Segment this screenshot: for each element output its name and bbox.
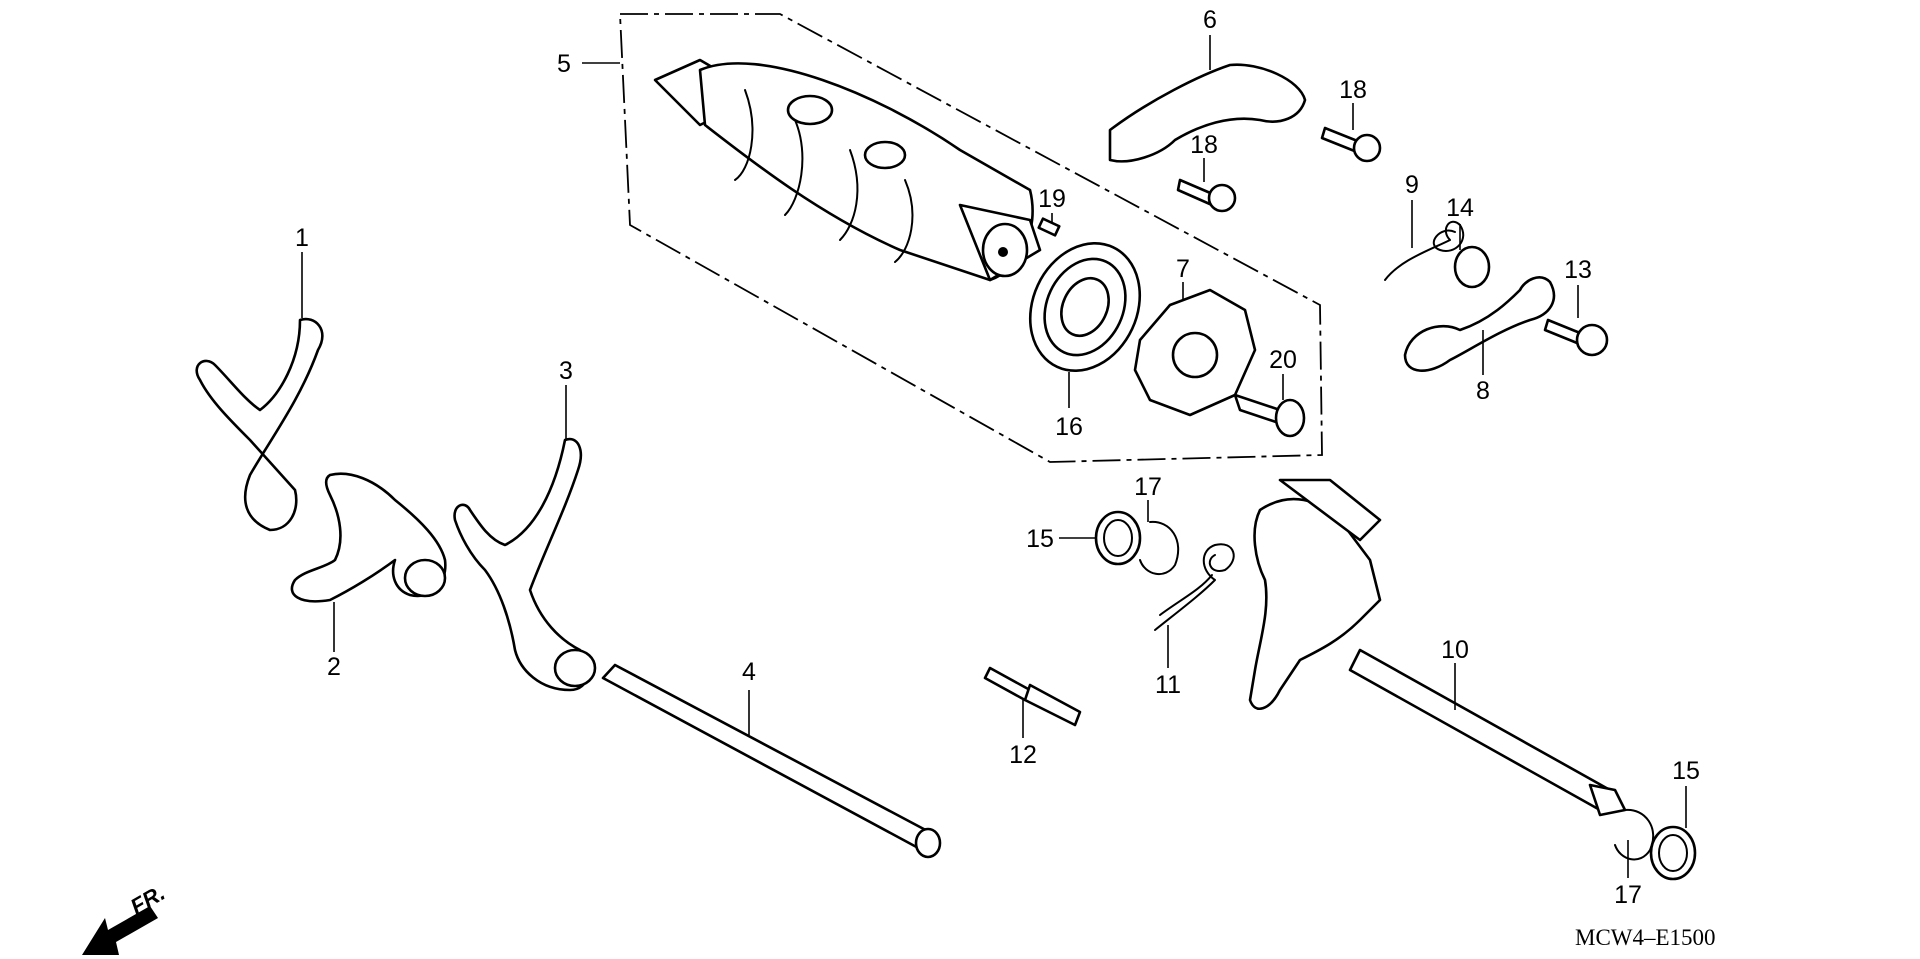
- callout-12: 12: [1009, 741, 1037, 769]
- callout-17b: 17: [1614, 881, 1642, 909]
- part-washer-15a[interactable]: [1094, 510, 1142, 566]
- diagram-code: MCW4–E1500: [1575, 925, 1716, 950]
- callout-14: 14: [1446, 194, 1474, 222]
- callout-3: 3: [559, 357, 573, 385]
- callout-8: 8: [1476, 377, 1490, 405]
- part-stopper-arm[interactable]: [1403, 276, 1556, 372]
- part-bolt-20[interactable]: [1233, 393, 1306, 438]
- part-circlip-17b[interactable]: [1614, 808, 1655, 861]
- callout-10: 10: [1441, 636, 1469, 664]
- part-drum-center[interactable]: [1133, 288, 1257, 417]
- callout-7: 7: [1176, 255, 1190, 283]
- leader-lines: [301, 35, 1687, 878]
- part-bracket-plate[interactable]: [1108, 63, 1307, 163]
- part-pin[interactable]: [1037, 217, 1061, 237]
- part-shift-drum[interactable]: [653, 58, 1042, 282]
- callout-1: 1: [295, 224, 309, 252]
- part-shift-spring[interactable]: [1154, 543, 1235, 631]
- callout-2: 2: [327, 653, 341, 681]
- callout-17a: 17: [1134, 473, 1162, 501]
- callout-13: 13: [1564, 256, 1592, 284]
- part-bearing[interactable]: [1010, 225, 1160, 389]
- part-stud[interactable]: [983, 666, 1082, 727]
- callout-15a: 15: [1026, 525, 1054, 553]
- callout-18a: 18: [1190, 131, 1218, 159]
- callout-15b: 15: [1672, 757, 1700, 785]
- callout-20: 20: [1269, 346, 1297, 374]
- callout-16: 16: [1055, 413, 1083, 441]
- callout-4: 4: [742, 658, 756, 686]
- front-arrow-icon: [82, 906, 158, 955]
- callout-19: 19: [1038, 185, 1066, 213]
- part-return-spring[interactable]: [1384, 220, 1465, 281]
- part-fork-shaft[interactable]: [601, 663, 942, 859]
- callout-18b: 18: [1339, 76, 1367, 104]
- callout-11: 11: [1155, 671, 1181, 699]
- part-gearshift-spindle[interactable]: [1248, 478, 1627, 817]
- part-bolt-18b[interactable]: [1320, 126, 1382, 163]
- callout-6: 6: [1203, 6, 1217, 34]
- part-shift-fork-3[interactable]: [453, 437, 590, 692]
- part-circlip-17a[interactable]: [1139, 520, 1180, 575]
- callout-5: 5: [557, 50, 571, 78]
- part-washer[interactable]: [1453, 245, 1491, 289]
- callout-9: 9: [1405, 171, 1419, 199]
- part-bolt-13[interactable]: [1543, 318, 1609, 357]
- direction-arrow: FR.: [82, 880, 169, 955]
- assembly-group-outline: [619, 13, 1323, 463]
- part-bolt-18a[interactable]: [1176, 178, 1237, 213]
- part-shift-fork-1[interactable]: [195, 317, 324, 532]
- direction-label: FR.: [126, 880, 169, 919]
- part-washer-15b[interactable]: [1649, 825, 1697, 881]
- callout-labels: 1 2 3 4 5 6 7 8 9 10 11 12 13 14 15 15 1…: [295, 6, 1700, 909]
